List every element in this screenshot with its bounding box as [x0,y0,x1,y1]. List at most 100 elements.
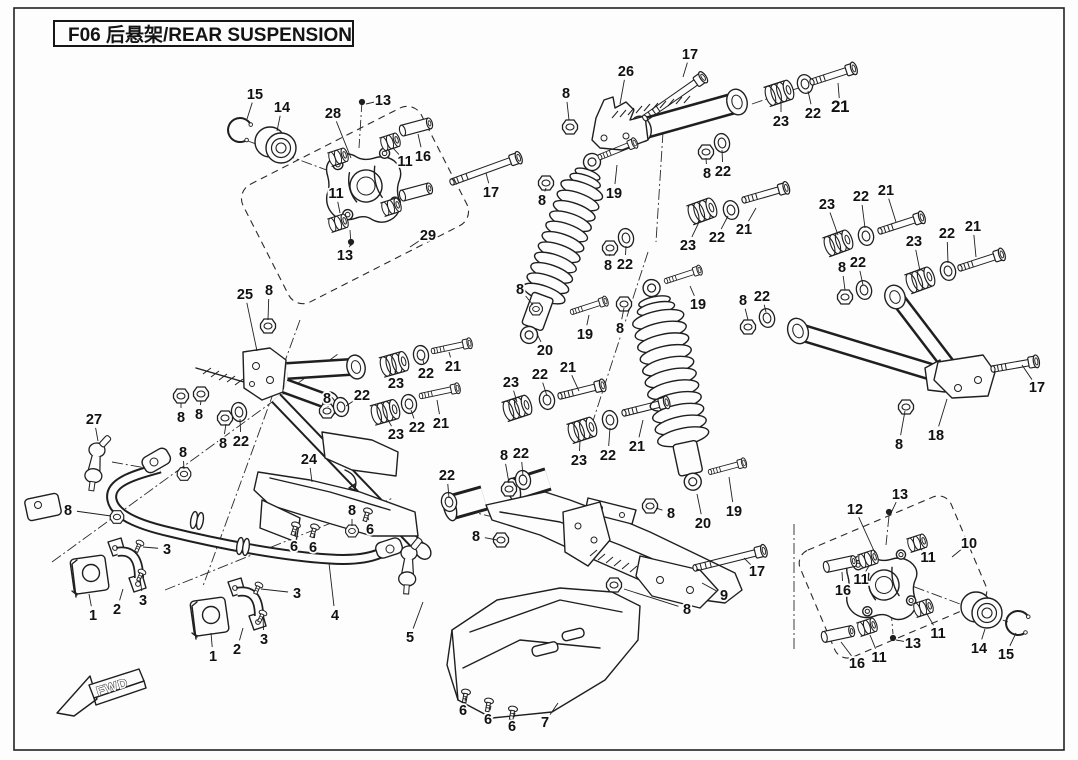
leader-line [829,212,839,236]
leader-line [262,617,265,631]
callout-label-8: 8 [177,410,185,426]
callout-label-23: 23 [680,238,696,254]
leader-line [938,398,948,427]
callout-label-4: 4 [331,608,339,624]
callout-label-7: 7 [541,715,549,731]
callout-label-15: 15 [247,87,263,103]
leader-line [895,639,905,642]
callout-label-8: 8 [739,293,747,309]
callout-label-8: 8 [64,503,72,519]
leader-line [95,427,99,442]
callout-label-23: 23 [388,427,404,443]
bolt-13-bottom [347,238,355,246]
shock-absorber-right-drawing [615,263,749,493]
callout-label-8: 8 [265,283,273,299]
bolt-13-right-top [885,508,893,516]
leader-line [728,476,734,503]
leader-line [859,270,864,286]
bolt-21-top-right [807,60,860,90]
callout-label-13: 13 [375,93,391,109]
callout-label-26: 26 [618,64,634,80]
leader-line [1009,632,1017,647]
callout-label-19: 19 [606,186,622,202]
callout-label-22: 22 [513,446,529,462]
leader-line [619,79,625,105]
leader-line [744,308,749,321]
callout-label-27: 27 [86,412,102,428]
callout-label-19: 19 [690,297,706,313]
callout-label-22: 22 [409,420,425,436]
callout-label-18: 18 [928,428,944,444]
callout-label-22: 22 [754,289,770,305]
leader-line [536,333,542,343]
leader-line [888,198,897,223]
circlip-15-right [1003,608,1032,638]
leader-line [239,627,244,641]
swingarm-9-drawing [439,467,769,609]
leader-line [720,215,729,230]
leader-line [417,133,422,148]
callout-label-22: 22 [939,226,955,242]
callout-label-22: 22 [233,434,249,450]
callout-label-12: 12 [847,502,863,518]
leader-line [807,90,812,105]
callout-label-8: 8 [604,258,612,274]
callout-label-22: 22 [532,367,548,383]
callout-label-23: 23 [388,376,404,392]
callout-label-21: 21 [736,222,752,238]
leader-line [447,483,450,499]
leader-line [566,101,570,121]
callout-label-1: 1 [89,608,97,624]
callout-label-3: 3 [163,542,171,558]
leader-line [625,245,627,256]
leader-line [521,461,524,477]
leader-line [484,537,498,541]
leader-line [981,628,986,640]
leader-line [638,419,644,438]
callout-label-8: 8 [703,166,711,182]
callout-label-16: 16 [415,149,431,165]
callout-label-19: 19 [577,327,593,343]
callout-label-20: 20 [695,516,711,532]
callout-label-21: 21 [878,183,894,199]
leader-line [890,501,897,514]
leader-line [485,172,490,184]
leader-line [246,302,258,352]
callout-label-16: 16 [849,656,865,672]
callout-label-8: 8 [500,448,508,464]
leader-line [246,102,253,120]
leader-line [88,593,92,607]
leader-line [223,423,227,435]
leader-line [841,571,843,582]
callout-label-9: 9 [720,588,728,604]
callout-label-22: 22 [354,388,370,404]
leader-line [142,546,159,549]
leader-line [840,641,852,657]
callout-label-22: 22 [805,106,821,122]
leader-line [513,712,516,718]
callout-label-17: 17 [682,47,698,63]
bolt-17-right [989,353,1042,377]
callout-label-2: 2 [113,602,121,618]
callout-label-28: 28 [325,106,341,122]
leader-line [858,517,876,554]
leader-line [608,427,611,447]
leader-line [571,374,580,392]
leader-line [915,249,921,272]
stabilizer-link-27-drawing [82,431,113,494]
callout-label-6: 6 [366,522,374,538]
leader-line [119,588,124,601]
upper-arm-26-drawing [561,60,860,256]
callout-label-29: 29 [420,228,436,244]
frame-plate-drawing [24,492,125,524]
callout-label-6: 6 [290,539,298,555]
bolt-17-left [447,149,525,190]
callout-label-1: 1 [209,649,217,665]
leader-line [513,390,518,403]
leader-line [199,400,202,406]
leader-line [328,562,335,607]
callout-label-6: 6 [484,712,492,728]
